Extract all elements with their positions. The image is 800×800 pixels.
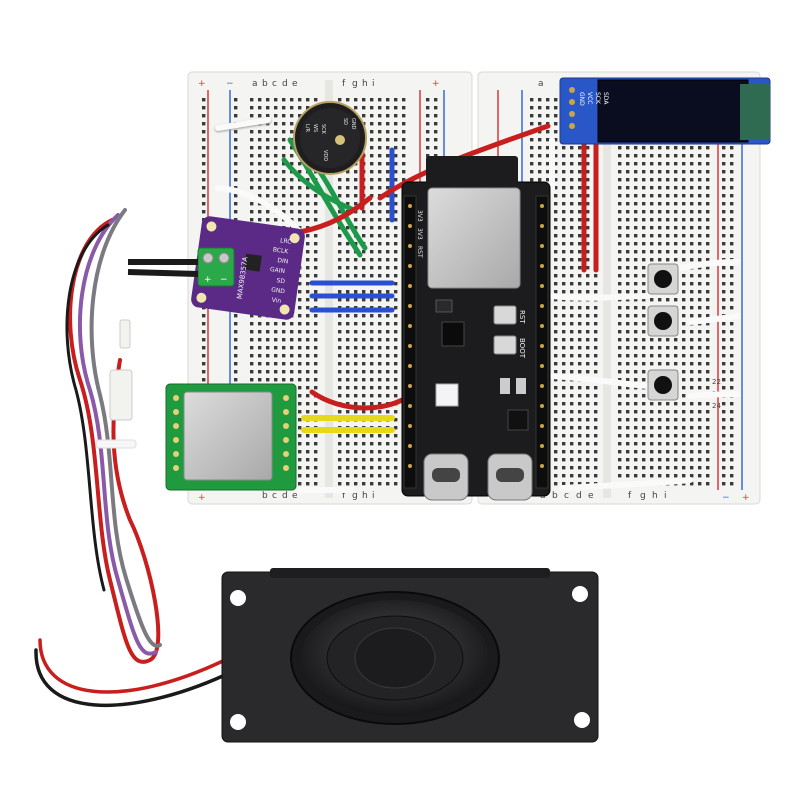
terminal-minus: − [220,275,228,285]
amp-pin-din: DIN [277,257,289,265]
wire-green-3 [281,157,357,213]
amp-pin-gnd: GND [271,286,286,295]
wire-red-2 [297,195,373,235]
rail-minus-label: − [226,79,234,89]
col-label-g-bottom: g [352,491,358,501]
amp-pin-sd: SD [276,277,286,285]
wifi-module-shield [427,187,521,289]
oled-pin-sda: SDA [602,92,609,105]
col-label-f-bottom-2: f [628,491,632,501]
microphone-module: L/R WS SCK SD GND VDD [293,101,367,175]
col-label-a-2: a [538,79,544,89]
mic-pin-1: L/R [304,124,310,132]
col-label-d-bottom: d [282,491,288,501]
esp32-pin-label-2: 3V3 [416,228,423,240]
row-number-22: 22 [712,378,721,386]
wire-white-4 [549,293,651,301]
tactile-buttons [647,263,679,401]
oled-screen [597,79,749,143]
col-label-b-bottom-2: b [552,491,558,501]
tactile-button-3[interactable] [647,369,679,401]
col-label-i-bottom: i [372,491,375,501]
oled-pin-sck: SCK [594,92,601,105]
col-label-e-bottom-2: e [588,491,594,501]
wire-white-9 [559,477,693,491]
cable-bundle [34,208,227,707]
wireless-module [165,383,297,491]
wire-white-5 [677,259,741,271]
col-label-g: g [352,79,358,89]
oled-pin-gnd: GND [578,92,585,106]
wire-white-2 [215,185,303,235]
col-label-b: b [262,79,268,89]
amp-pin-bclk: BCLK [272,246,289,255]
rail-plus-bottom: + [198,493,206,503]
col-label-g-bottom-2: g [640,491,646,501]
col-label-d: d [282,79,288,89]
rail-plus-label-2: + [432,79,440,89]
col-label-d-bottom-2: d [576,491,582,501]
esp32-pin-label-1: 3V3 [416,210,423,222]
amp-pin-vin: Vin [271,297,282,305]
col-label-a: a [252,79,258,89]
row-number-24: 24 [712,402,721,410]
wire-white-8 [687,391,741,399]
col-label-h-bottom: h [362,491,368,501]
mic-pin-2: WS [312,124,318,132]
col-label-i: i [372,79,375,89]
rail-plus-bottom-2: + [742,493,750,503]
col-label-h-bottom-2: h [652,491,658,501]
rail-minus-bottom-2: − [722,493,730,503]
amplifier-module: MAX98357A LRC BCLK DIN GAIN SD GND Vin +… [127,216,305,320]
oled-pin-vcc: VCC [586,92,593,104]
speaker [221,568,599,743]
col-label-c-bottom: c [272,491,277,501]
tactile-button-2[interactable] [647,305,679,337]
mic-pin-4: SD [342,118,348,125]
oled-display-module: GND VCC SCK SDA [559,77,771,145]
esp32-board: 3V3 3V3 RST RST BOOT [401,156,551,501]
rail-plus-label: + [198,79,206,89]
tactile-button-1[interactable] [647,263,679,295]
boot-button[interactable] [493,335,517,355]
col-label-b-bottom: b [262,491,268,501]
col-label-c-bottom-2: c [564,491,569,501]
col-label-e-bottom: e [292,491,298,501]
rst-button[interactable] [493,305,517,325]
mic-pin-3: SCK [320,124,326,135]
col-label-h: h [362,79,368,89]
col-label-e: e [292,79,298,89]
col-label-f-bottom: f [342,491,346,501]
amp-pin-gain: GAIN [270,266,286,275]
amp-pin-lrc: LRC [280,237,292,246]
wire-white-7 [549,373,651,389]
boot-button-label: BOOT [518,338,526,359]
wire-white-6 [687,313,741,325]
rgb-led [435,383,459,407]
col-label-i-bottom-2: i [664,491,667,501]
mic-pin-5: GND [350,118,356,130]
col-label-c: c [272,79,277,89]
esp32-pin-label-3: RST [416,246,423,258]
microphone-port-icon [335,135,345,145]
col-label-f: f [342,79,346,89]
terminal-plus: + [204,275,212,285]
mic-pin-6: VDD [322,150,328,161]
rst-button-label: RST [518,310,526,324]
wire-white-1 [215,117,271,131]
